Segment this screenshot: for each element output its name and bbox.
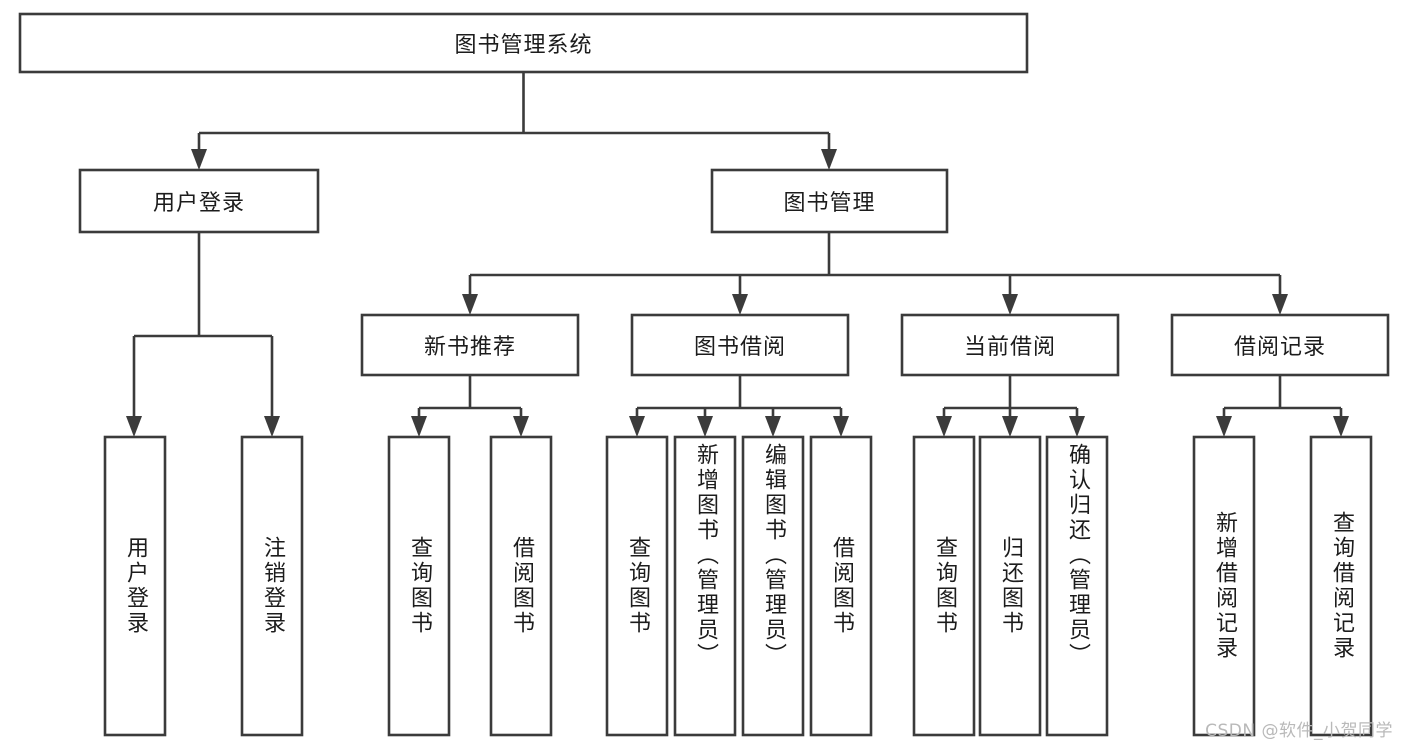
connector-group-root	[191, 72, 837, 170]
connector-group-user-login	[126, 232, 280, 437]
arrow-head-leaf-edit-book	[765, 416, 781, 437]
connector-group-current-borrow	[936, 375, 1085, 437]
node-box-book-borrow[interactable]	[630, 313, 850, 377]
node-box-leaf-user-login[interactable]	[103, 435, 167, 737]
node-box-borrow-record[interactable]	[1170, 313, 1390, 377]
arrow-head-leaf-add-book	[697, 416, 713, 437]
arrow-head-leaf-return-book	[1002, 416, 1018, 437]
arrow-head-leaf-logout-login	[264, 416, 280, 437]
node-box-root[interactable]	[18, 12, 1029, 74]
arrow-head-leaf-borrow-book-1	[513, 416, 529, 437]
arrow-head-leaf-user-login	[126, 416, 142, 437]
arrow-head-leaf-borrow-book-2	[833, 416, 849, 437]
node-box-leaf-query-book-3[interactable]	[912, 435, 976, 737]
node-box-leaf-borrow-book-1[interactable]	[489, 435, 553, 737]
node-box-new-book-recommend[interactable]	[360, 313, 580, 377]
node-box-leaf-query-record[interactable]	[1309, 435, 1373, 737]
node-box-leaf-confirm-return[interactable]	[1045, 435, 1109, 737]
node-box-leaf-borrow-book-2[interactable]	[809, 435, 873, 737]
arrow-head-leaf-query-record	[1333, 416, 1349, 437]
arrow-head-new-book-recommend	[462, 294, 478, 315]
node-box-leaf-query-book-1[interactable]	[387, 435, 451, 737]
connector-group-borrow-record	[1216, 375, 1349, 437]
arrow-head-borrow-record	[1272, 294, 1288, 315]
node-box-leaf-add-record[interactable]	[1192, 435, 1256, 737]
connector-group-book-management	[462, 232, 1288, 315]
watermark: CSDN @软件_小贺同学	[1205, 721, 1393, 741]
node-box-current-borrow[interactable]	[900, 313, 1120, 377]
arrow-head-current-borrow	[1002, 294, 1018, 315]
arrow-head-leaf-query-book-3	[936, 416, 952, 437]
arrow-head-book-management	[821, 149, 837, 170]
node-box-leaf-edit-book[interactable]	[741, 435, 805, 737]
arrow-head-leaf-add-record	[1216, 416, 1232, 437]
arrow-head-user-login	[191, 149, 207, 170]
node-box-leaf-logout-login[interactable]	[240, 435, 304, 737]
node-box-leaf-return-book[interactable]	[978, 435, 1042, 737]
connector-group-new-book-recommend	[411, 375, 529, 437]
node-box-book-management[interactable]	[710, 168, 949, 234]
connector-group-book-borrow	[629, 375, 849, 437]
node-box-user-login[interactable]	[78, 168, 320, 234]
arrow-head-leaf-confirm-return	[1069, 416, 1085, 437]
arrow-head-leaf-query-book-1	[411, 416, 427, 437]
node-box-leaf-query-book-2[interactable]	[605, 435, 669, 737]
arrow-head-book-borrow	[732, 294, 748, 315]
arrow-head-leaf-query-book-2	[629, 416, 645, 437]
node-box-leaf-add-book[interactable]	[673, 435, 737, 737]
